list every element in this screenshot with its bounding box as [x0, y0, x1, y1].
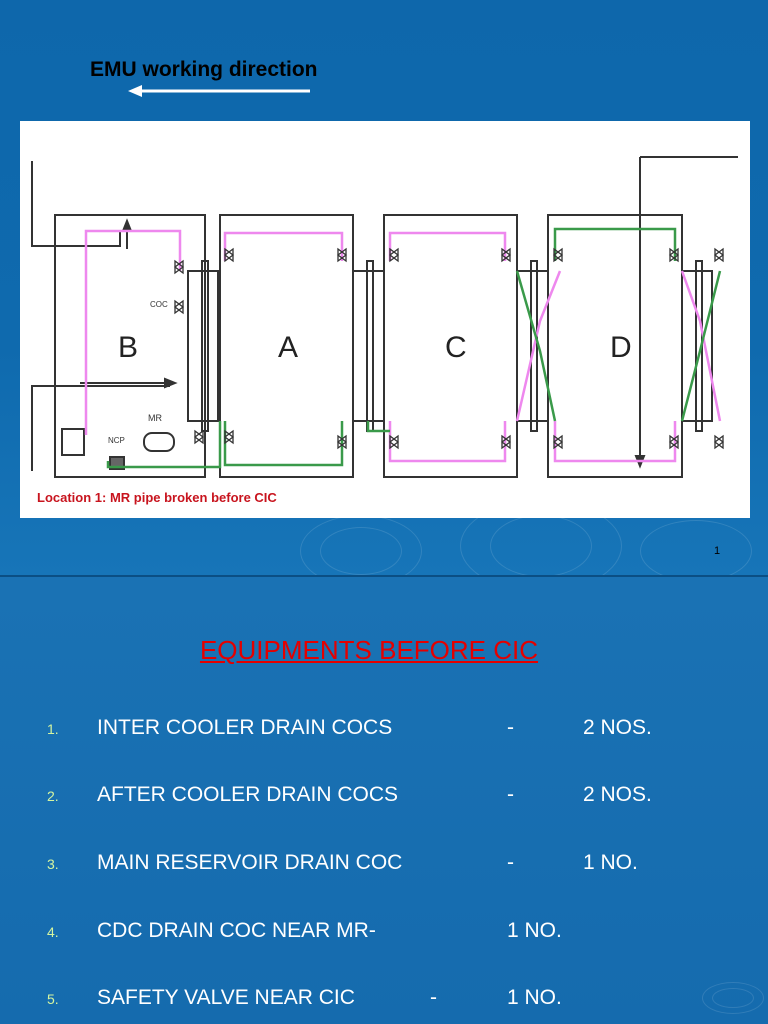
coupling: [516, 270, 549, 422]
list-number: 1.: [47, 721, 59, 737]
slide-2: EQUIPMENTS BEFORE CIC 1. INTER COOLER DR…: [0, 577, 768, 1024]
coupling: [352, 270, 385, 422]
slide-1: EMU working direction: [0, 0, 768, 575]
list-text: AFTER COOLER DRAIN COCS: [97, 783, 399, 806]
water-ripple: [320, 527, 402, 575]
list-text: INTER COOLER DRAIN COCS: [97, 716, 393, 739]
left-arrow-icon: [128, 85, 310, 97]
valve-icon: [500, 434, 512, 450]
list-dash: -: [507, 851, 514, 874]
car-label-d: D: [610, 331, 632, 364]
list-dash: -: [507, 783, 514, 806]
water-ripple: [490, 515, 592, 575]
list-number: 4.: [47, 924, 59, 940]
list-number: 2.: [47, 788, 59, 804]
coc-label: COC: [150, 300, 168, 309]
list-qty: 1 NO.: [583, 851, 638, 874]
valve-icon: [668, 247, 680, 263]
coupling-pin: [201, 260, 209, 432]
valve-icon: [173, 299, 185, 315]
location-caption: Location 1: MR pipe broken before CIC: [37, 490, 277, 505]
list-qty: 2 NOS.: [583, 716, 652, 739]
list-dash: -: [430, 986, 437, 1009]
list-text: SAFETY VALVE NEAR CIC: [97, 986, 355, 1009]
list-text: MAIN RESERVOIR DRAIN COC: [97, 851, 403, 874]
valve-icon: [173, 259, 185, 275]
water-ripple: [712, 988, 754, 1008]
list-number: 3.: [47, 856, 59, 872]
ncp-label: NCP: [108, 436, 125, 445]
outer-pipe: [31, 161, 121, 247]
coupling-pin: [366, 260, 374, 432]
list-dash: -: [507, 716, 514, 739]
outer-pipe: [31, 385, 170, 471]
water-ripple: [702, 982, 764, 1014]
pipe-diagram-drawing: B A C D COC NCP MR: [31, 156, 738, 478]
list-text: CDC DRAIN COC NEAR MR-: [97, 919, 376, 942]
reservoir-box: [61, 428, 85, 456]
pipe-diagram: B A C D COC NCP MR: [20, 121, 750, 518]
valve-icon: [336, 247, 348, 263]
car-label-c: C: [445, 331, 467, 364]
valve-icon: [500, 247, 512, 263]
valve-icon: [336, 434, 348, 450]
slide-heading: EQUIPMENTS BEFORE CIC: [199, 635, 539, 665]
valve-icon: [388, 434, 400, 450]
car-label-b: B: [118, 331, 138, 364]
list-qty: 2 NOS.: [583, 783, 652, 806]
mr-label: MR: [148, 413, 162, 423]
direction-label: EMU working direction: [90, 58, 318, 81]
valve-icon: [223, 429, 235, 445]
valve-icon: [552, 434, 564, 450]
valve-icon: [713, 247, 725, 263]
valve-icon: [223, 247, 235, 263]
list-number: 5.: [47, 991, 59, 1007]
valve-icon: [552, 247, 564, 263]
valve-icon: [713, 434, 725, 450]
water-ripple: [640, 520, 752, 575]
mr-tank: [143, 432, 175, 452]
page-number: 1: [714, 545, 721, 557]
car-label-a: A: [278, 331, 298, 364]
valve-icon: [193, 429, 205, 445]
list-qty: 1 NO.: [507, 986, 562, 1009]
slide-divider: [0, 575, 768, 577]
valve-icon: [668, 434, 680, 450]
valve-icon: [388, 247, 400, 263]
car-b-outline: [54, 214, 206, 478]
coupling-pin: [530, 260, 538, 432]
list-qty: 1 NO.: [507, 919, 562, 942]
